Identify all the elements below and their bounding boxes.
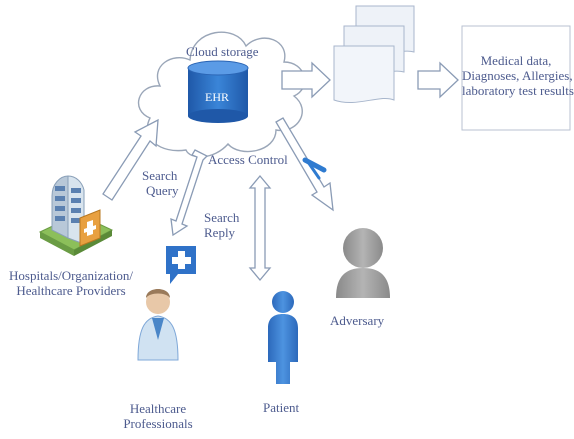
output-line-3: laboratory test results	[462, 83, 574, 98]
hospital-building-icon	[38, 175, 114, 256]
database-icon	[187, 60, 249, 123]
arrow-cloud-to-adversary	[275, 117, 334, 212]
search-query-line-2: Query	[146, 183, 179, 198]
output-box-text: Medical data, Diagnoses, Allergies, labo…	[462, 53, 574, 98]
access-control-label: Access Control	[208, 152, 288, 167]
output-line-1: Medical data,	[480, 53, 552, 68]
document-stack-icon	[333, 5, 415, 104]
adversary-icon	[336, 228, 390, 298]
search-query-line-1: Search	[142, 168, 178, 183]
hospitals-line-1: Hospitals/Organization/	[9, 268, 133, 283]
arrow-cloud-to-documents	[281, 61, 331, 99]
healthcare-professional-icon	[137, 289, 179, 361]
output-box	[461, 25, 571, 131]
healthcare-professionals-line-1: Healthcare	[129, 401, 187, 416]
patient-label: Patient	[263, 400, 300, 415]
block-mark-icon	[302, 157, 327, 180]
cloud-label: Cloud storage	[186, 44, 259, 59]
output-line-2: Diagnoses, Allergies,	[462, 68, 573, 83]
ehr-label: EHR	[205, 90, 229, 104]
arrow-search-query-reply	[170, 149, 209, 237]
healthcare-professionals-line-2: Professionals	[123, 416, 193, 431]
search-reply-label: Search Reply	[204, 210, 239, 240]
medical-cross-icon	[166, 246, 196, 284]
hospitals-label: Hospitals/Organization/ Healthcare Provi…	[2, 268, 140, 298]
hospitals-line-2: Healthcare Providers	[16, 283, 126, 298]
adversary-label: Adversary	[330, 313, 385, 328]
arrow-hospital-to-cloud	[102, 118, 159, 201]
arrow-access-control-patient	[248, 174, 272, 282]
patient-icon	[268, 291, 298, 384]
search-reply-line-2: Reply	[204, 225, 236, 240]
search-reply-line-1: Search	[204, 210, 240, 225]
healthcare-professionals-label: Healthcare Professionals	[118, 401, 198, 431]
search-query-label: Search Query	[142, 168, 179, 198]
arrow-documents-to-box	[417, 61, 459, 99]
